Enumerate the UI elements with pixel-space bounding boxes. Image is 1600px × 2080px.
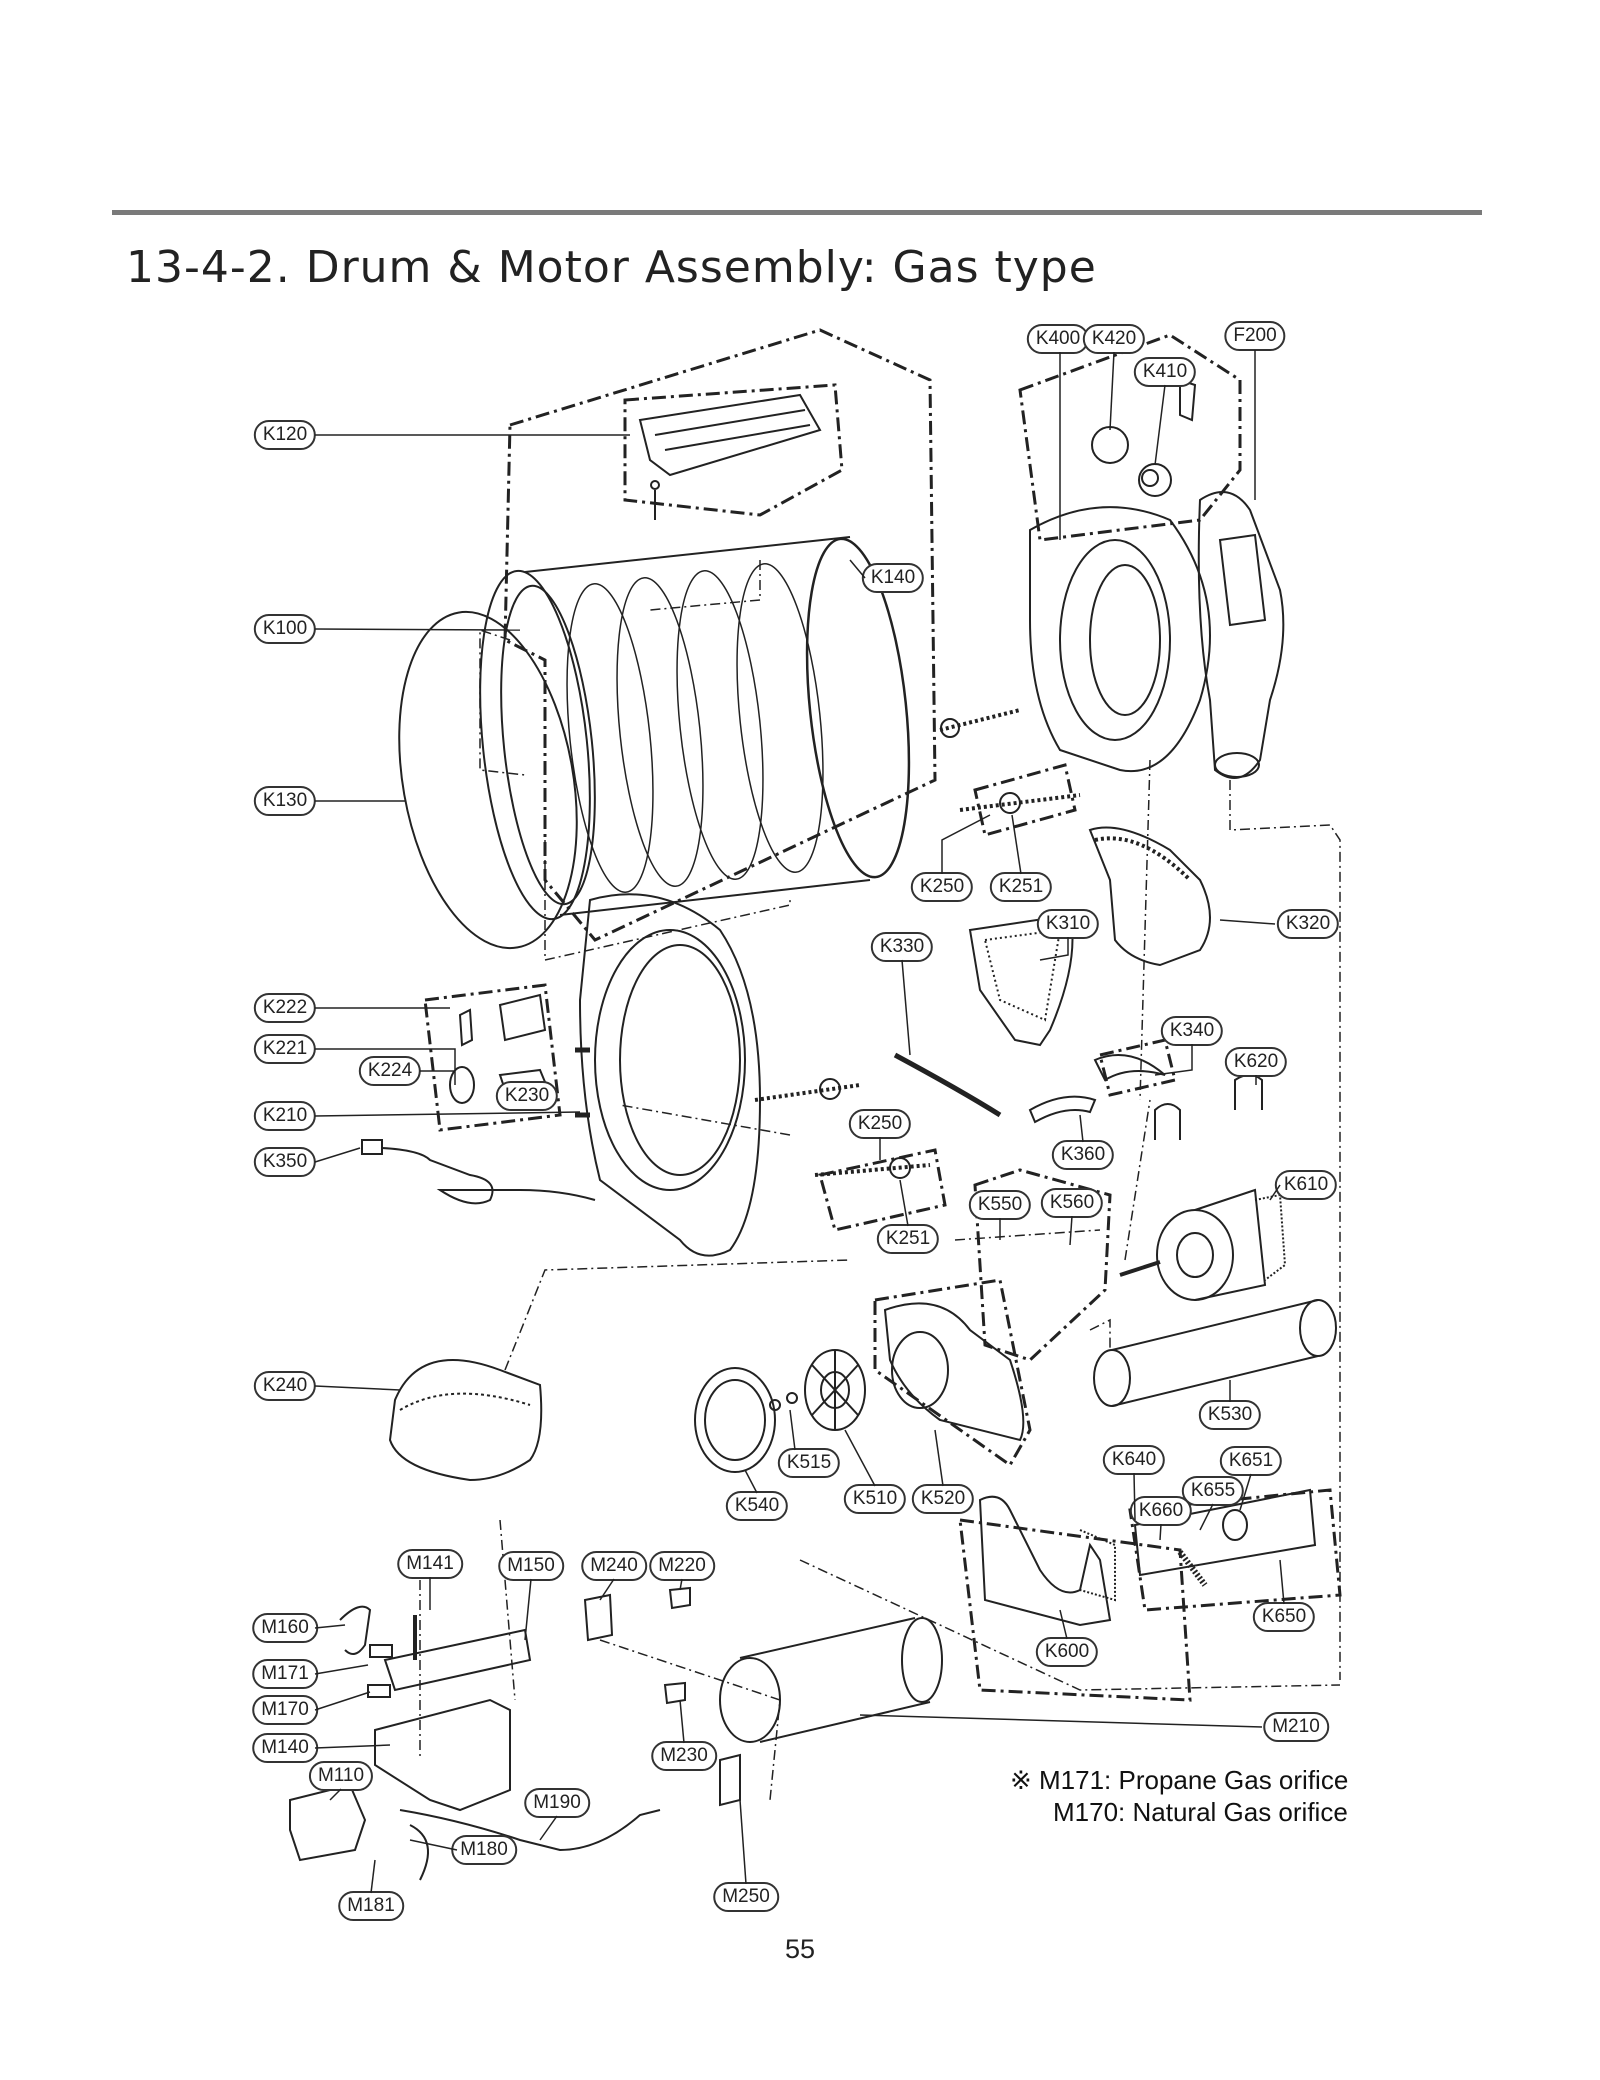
callout-m141: M141 — [397, 1549, 463, 1579]
callout-k340: K340 — [1160, 1016, 1224, 1046]
callout-k210: K210 — [253, 1101, 317, 1131]
callout-k140: K140 — [861, 563, 925, 593]
callout-k400: K400 — [1026, 324, 1090, 354]
page-number: 55 — [784, 1934, 816, 1964]
callout-k640: K640 — [1102, 1445, 1166, 1475]
callout-k130: K130 — [253, 786, 317, 816]
callout-m180: M180 — [451, 1835, 517, 1865]
callout-k222: K222 — [253, 993, 317, 1023]
callout-k320: K320 — [1276, 909, 1340, 939]
callout-k240: K240 — [253, 1371, 317, 1401]
callout-k360: K360 — [1051, 1140, 1115, 1170]
callout-k520: K520 — [911, 1484, 975, 1514]
callout-k410: K410 — [1133, 357, 1197, 387]
callout-k100: K100 — [253, 614, 317, 644]
gas-orifice-notes: ※ M171: Propane Gas orifice M170: Natura… — [1010, 1764, 1348, 1828]
callout-k515: K515 — [777, 1448, 841, 1478]
callout-k120: K120 — [253, 420, 317, 450]
callout-k620: K620 — [1224, 1047, 1288, 1077]
callout-k420: K420 — [1082, 324, 1146, 354]
callout-k650: K650 — [1252, 1602, 1316, 1632]
callout-k224: K224 — [358, 1056, 422, 1086]
callout-k540: K540 — [725, 1491, 789, 1521]
callout-k550: K550 — [968, 1190, 1032, 1220]
callout-m170: M170 — [252, 1695, 318, 1725]
header-rule — [112, 210, 1482, 215]
callout-k251: K251 — [989, 872, 1053, 902]
callout-k230: K230 — [495, 1081, 559, 1111]
callout-m220: M220 — [649, 1551, 715, 1581]
natural-gas-orifice-note: M170: Natural Gas orifice — [1053, 1797, 1348, 1827]
propane-orifice-note: ※ M171: Propane Gas orifice — [1010, 1765, 1349, 1795]
callout-k560: K560 — [1040, 1188, 1104, 1218]
callout-k610: K610 — [1274, 1170, 1338, 1200]
callout-k251-lower: K251 — [876, 1224, 940, 1254]
callout-m190: M190 — [524, 1788, 590, 1818]
callout-m210: M210 — [1263, 1712, 1329, 1742]
callout-k655: K655 — [1181, 1476, 1245, 1506]
callout-k600: K600 — [1035, 1637, 1099, 1667]
callout-m140: M140 — [252, 1733, 318, 1763]
callout-m250: M250 — [713, 1882, 779, 1912]
callout-m150: M150 — [498, 1551, 564, 1581]
callout-k651: K651 — [1219, 1446, 1283, 1476]
callout-k221: K221 — [253, 1034, 317, 1064]
page-title: 13-4-2. Drum & Motor Assembly: Gas type — [126, 242, 1097, 293]
